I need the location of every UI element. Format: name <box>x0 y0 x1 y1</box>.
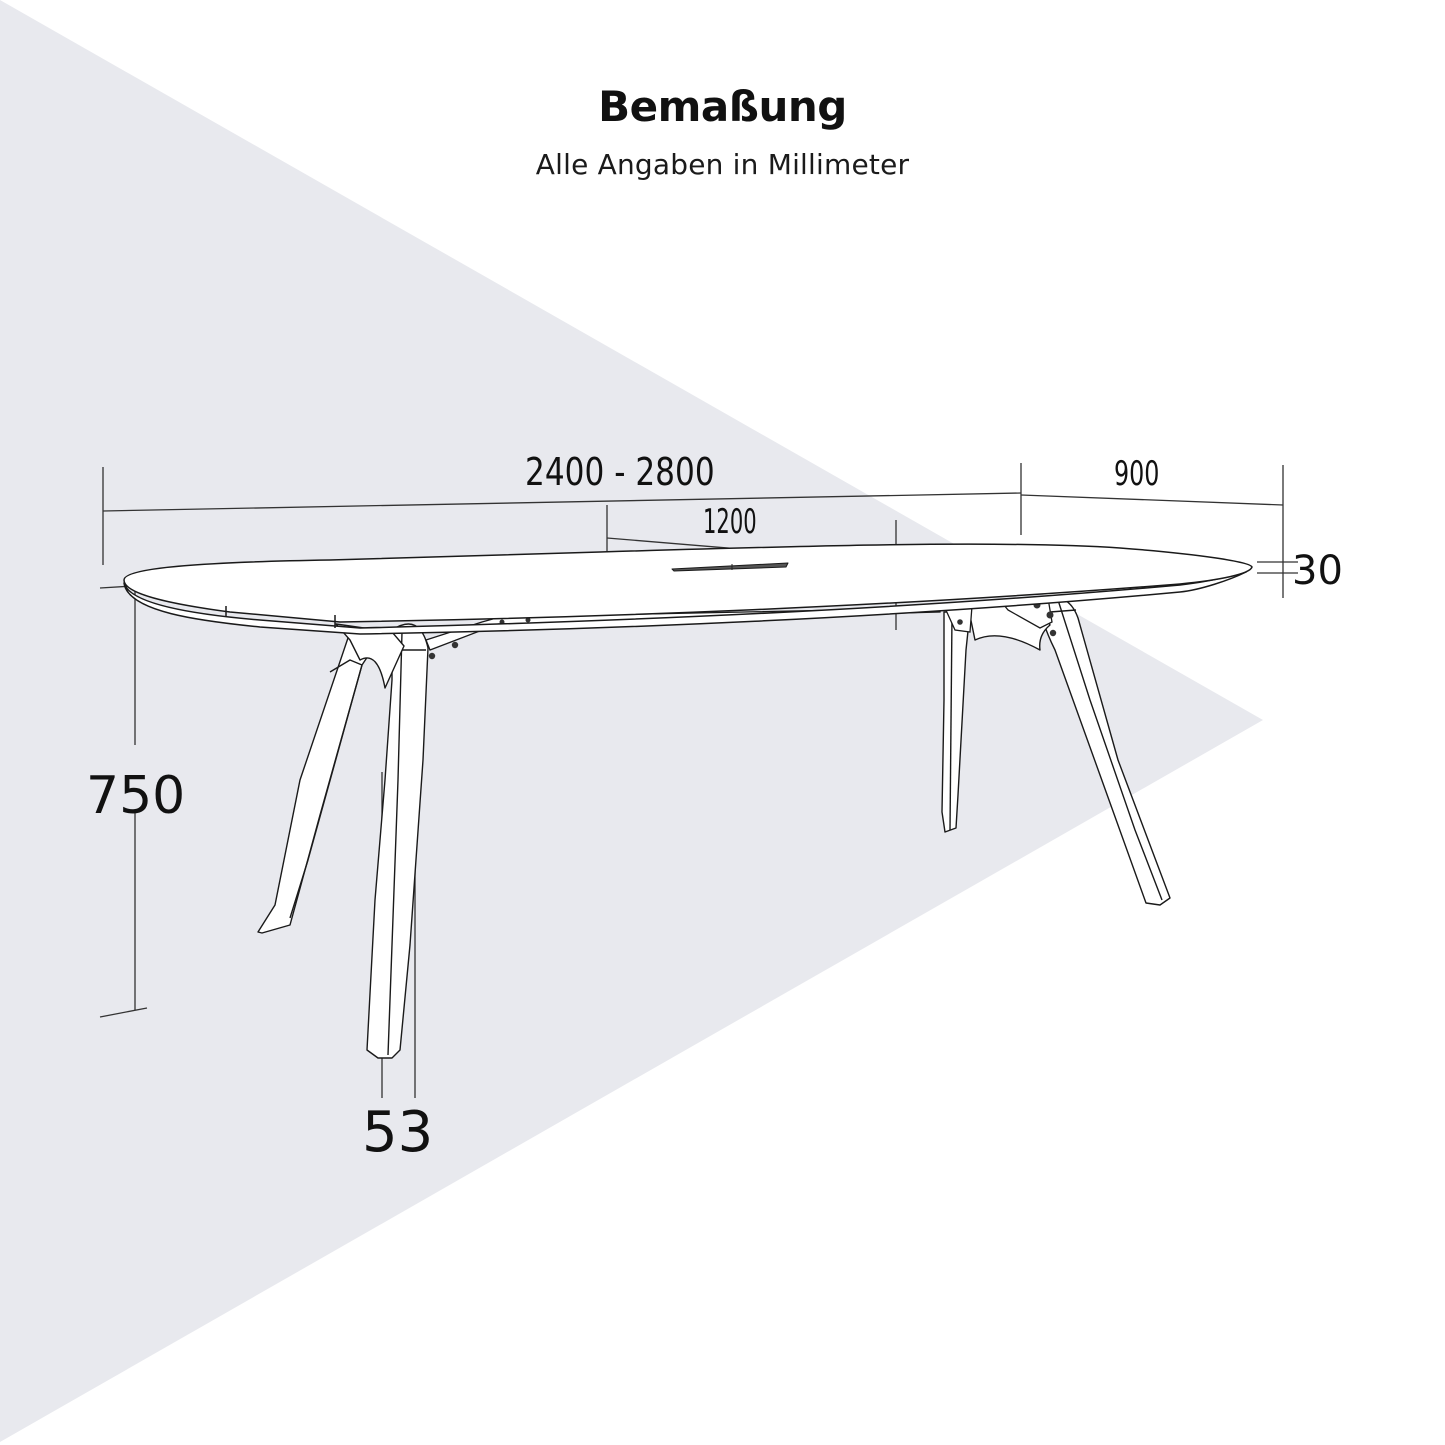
page-subtitle: Alle Angaben in Millimeter <box>535 148 910 181</box>
dimension-height-label: 750 <box>86 766 186 826</box>
cable-grommet <box>671 562 789 572</box>
table-legs <box>257 596 1171 1059</box>
dimension-length-label: 2400 - 2800 <box>525 450 715 494</box>
dimension-depth-label: 900 <box>1114 454 1160 494</box>
dimension-leg-width-label: 53 <box>362 1100 434 1165</box>
page-title: Bemaßung <box>598 82 847 131</box>
dimension-thickness-label: 30 <box>1292 548 1343 594</box>
backdrop-triangle <box>0 0 1263 1442</box>
leg-yoke-left <box>335 623 405 689</box>
tabletop <box>123 543 1253 635</box>
leg-back-left <box>257 624 373 934</box>
dimension-center-section-label: 1200 <box>703 502 757 542</box>
leg-front-left <box>366 623 429 1059</box>
